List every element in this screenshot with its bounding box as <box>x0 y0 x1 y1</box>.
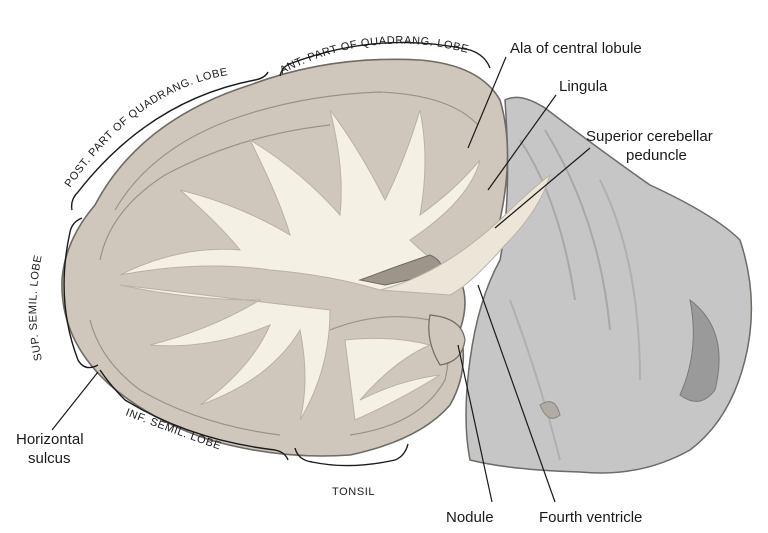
lobe-brackets <box>63 41 491 467</box>
bracket-ant <box>279 41 491 77</box>
leader-fourth <box>477 284 556 503</box>
brainstem <box>465 96 753 474</box>
bracket-inf <box>99 369 289 461</box>
bracket-tonsil <box>294 443 409 467</box>
leader-nodule <box>457 344 493 503</box>
label-lingula: Lingula <box>559 78 608 95</box>
cerebellum <box>61 58 551 457</box>
tonsil-label: TONSIL <box>332 486 375 498</box>
label-nodule: Nodule <box>446 509 494 526</box>
label-peduncle: peduncle <box>626 147 687 164</box>
label-horizontal: Horizontal <box>16 431 84 448</box>
leader-lingula <box>487 94 557 191</box>
leader-sup-ped <box>494 147 591 229</box>
leader-lines <box>51 56 591 503</box>
label-sulcus: sulcus <box>28 450 71 467</box>
sup-semil-label: SUP. SEMIL. LOBE <box>27 254 45 362</box>
leader-ala <box>467 56 507 149</box>
leader-horizontal <box>51 371 99 431</box>
bracket-sup <box>63 217 99 369</box>
label-superior-cerebellar: Superior cerebellar <box>586 128 713 145</box>
bracket-post <box>70 71 269 211</box>
label-ala-of-central-lobule: Ala of central lobule <box>510 40 642 57</box>
label-fourth-ventricle: Fourth ventricle <box>539 509 643 526</box>
